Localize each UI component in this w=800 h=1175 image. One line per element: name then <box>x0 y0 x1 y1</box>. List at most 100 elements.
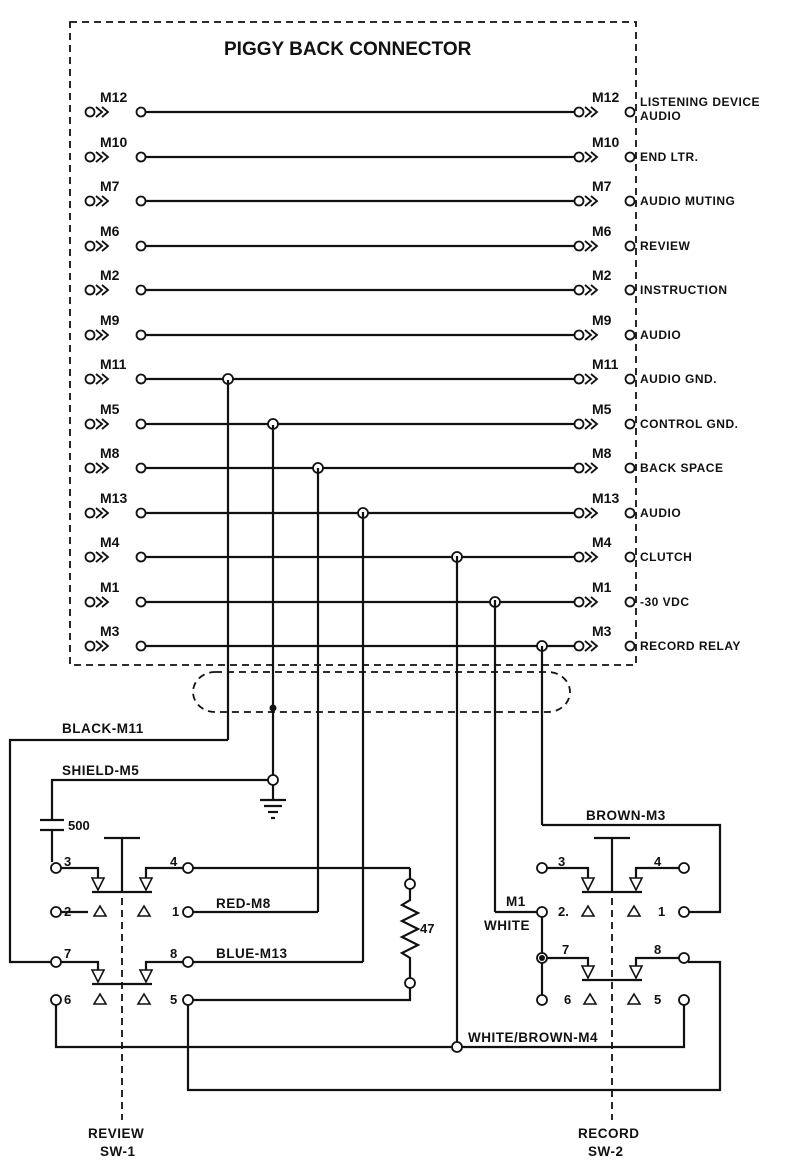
left-pin-arrow <box>95 507 110 519</box>
pin-signal-label: AUDIO MUTING <box>640 194 735 208</box>
left-pin-arrow <box>95 640 110 652</box>
left-pin-terminal <box>135 507 147 519</box>
right-pin-terminal <box>573 418 585 430</box>
left-pin-terminal <box>135 640 147 652</box>
left-pin-terminal <box>135 596 147 608</box>
right-pin-terminal <box>573 462 585 474</box>
right-pin-socket <box>624 329 636 341</box>
left-pin-arrow <box>95 240 110 252</box>
sw1-num-4: 4 <box>170 854 178 869</box>
left-pin-label: M12 <box>100 89 127 105</box>
pin-signal-label: -30 VDC <box>640 595 690 609</box>
left-pin-arrow <box>95 195 110 207</box>
right-pin-arrow <box>584 462 599 474</box>
left-pin-label: M7 <box>100 178 120 194</box>
cable-sheath <box>192 671 571 713</box>
sw1-num-1: 1 <box>172 904 179 919</box>
sw2-contact-2 <box>536 906 548 918</box>
sw1-num-8: 8 <box>170 946 177 961</box>
right-pin-terminal <box>573 596 585 608</box>
left-pin-arrow <box>95 329 110 341</box>
left-pin-socket <box>84 596 96 608</box>
record-switch-sw2: 3 4 2. 1 7 8 6 5 RECORD SW-2 <box>536 836 690 1159</box>
pin-signal-label: END LTR. <box>640 150 698 164</box>
right-pin-arrow <box>584 551 599 563</box>
right-pin-arrow <box>584 151 599 163</box>
right-pin-terminal <box>573 284 585 296</box>
right-pin-arrow <box>584 507 599 519</box>
left-pin-label: M3 <box>100 623 120 639</box>
sw2-contact-5 <box>678 994 690 1006</box>
sw1-num-3: 3 <box>64 854 71 869</box>
right-pin-arrow <box>584 284 599 296</box>
pin-signal-label: CONTROL GND. <box>640 417 738 431</box>
left-pin-label: M6 <box>100 223 120 239</box>
resistor-value: 47 <box>420 921 434 936</box>
right-pin-label: M6 <box>592 223 612 239</box>
right-pin-socket <box>624 106 636 118</box>
sw1-num-5: 5 <box>170 992 177 1007</box>
right-pin-terminal <box>573 240 585 252</box>
white-wire-label: WHITE <box>484 918 530 933</box>
sw1-contact-3 <box>50 862 62 874</box>
pin-signal-label: INSTRUCTION <box>640 283 728 297</box>
brown-wire-label: BROWN-M3 <box>586 808 666 823</box>
right-pin-label: M7 <box>592 178 612 194</box>
left-pin-socket <box>84 418 96 430</box>
sw2-num-5: 5 <box>654 992 661 1007</box>
left-pin-terminal <box>135 418 147 430</box>
right-pin-label: M12 <box>592 89 619 105</box>
right-pin-socket <box>624 284 636 296</box>
brown-m3-wire: BROWN-M3 <box>542 808 722 914</box>
right-pin-label: M9 <box>592 312 612 328</box>
left-pin-terminal <box>135 151 147 163</box>
right-pin-label: M1 <box>592 579 612 595</box>
right-pin-label: M10 <box>592 134 619 150</box>
sw1-num-6: 6 <box>64 992 71 1007</box>
sw2-num-8: 8 <box>654 942 661 957</box>
m1-white-wire: M1 WHITE <box>484 894 537 933</box>
left-pin-terminal <box>135 373 147 385</box>
sw2-num-4: 4 <box>654 854 662 869</box>
pin-signal-label: AUDIO GND. <box>640 372 717 386</box>
red-m8-wire: RED-M8 <box>193 896 318 914</box>
left-pin-socket <box>84 640 96 652</box>
right-pin-terminal <box>573 507 585 519</box>
left-pin-label: M11 <box>100 356 127 372</box>
pin-signal-label-line2: AUDIO <box>640 109 681 123</box>
sw2-name: RECORD <box>578 1126 640 1141</box>
right-pin-label: M4 <box>592 534 612 550</box>
left-pin-socket <box>84 551 96 563</box>
right-pin-label: M11 <box>592 356 619 372</box>
right-pin-arrow <box>584 240 599 252</box>
left-pin-socket <box>84 373 96 385</box>
left-pin-arrow <box>95 373 110 385</box>
right-pin-label: M5 <box>592 401 612 417</box>
right-pin-arrow <box>584 373 599 385</box>
shield-m5-wire: SHIELD-M5 <box>50 763 279 820</box>
sw2-num-1: 1 <box>658 904 665 919</box>
right-pin-socket <box>624 373 636 385</box>
sw1-num-7: 7 <box>64 946 71 961</box>
sw1-contact-1 <box>182 906 194 918</box>
left-pin-arrow <box>95 106 110 118</box>
capacitor-value: 500 <box>68 818 90 833</box>
left-pin-arrow <box>95 418 110 430</box>
pin-signal-label: AUDIO <box>640 506 681 520</box>
pin-signal-label: RECORD RELAY <box>640 639 741 653</box>
left-pin-label: M10 <box>100 134 127 150</box>
sw2-contact-4 <box>678 862 690 874</box>
ground-symbol <box>260 798 286 820</box>
left-pin-arrow <box>95 151 110 163</box>
left-pin-terminal <box>135 551 147 563</box>
red-wire-label: RED-M8 <box>216 896 271 911</box>
sw2-contact-8 <box>678 952 690 964</box>
pin-signal-label: REVIEW <box>640 239 691 253</box>
